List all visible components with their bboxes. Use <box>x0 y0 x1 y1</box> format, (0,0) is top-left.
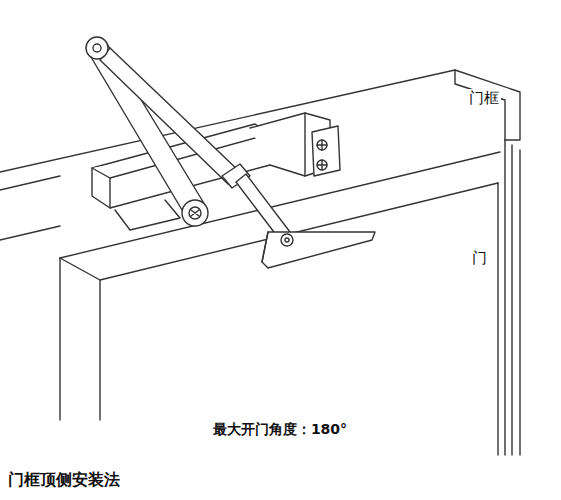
caption: 门框顶侧安装法 <box>8 470 120 491</box>
frame-label: 门框 <box>467 89 501 108</box>
door-frame <box>0 70 520 455</box>
closer-arm <box>86 37 375 268</box>
angle-note: 最大开门角度：180° <box>211 421 349 439</box>
door-label: 门 <box>470 249 489 268</box>
